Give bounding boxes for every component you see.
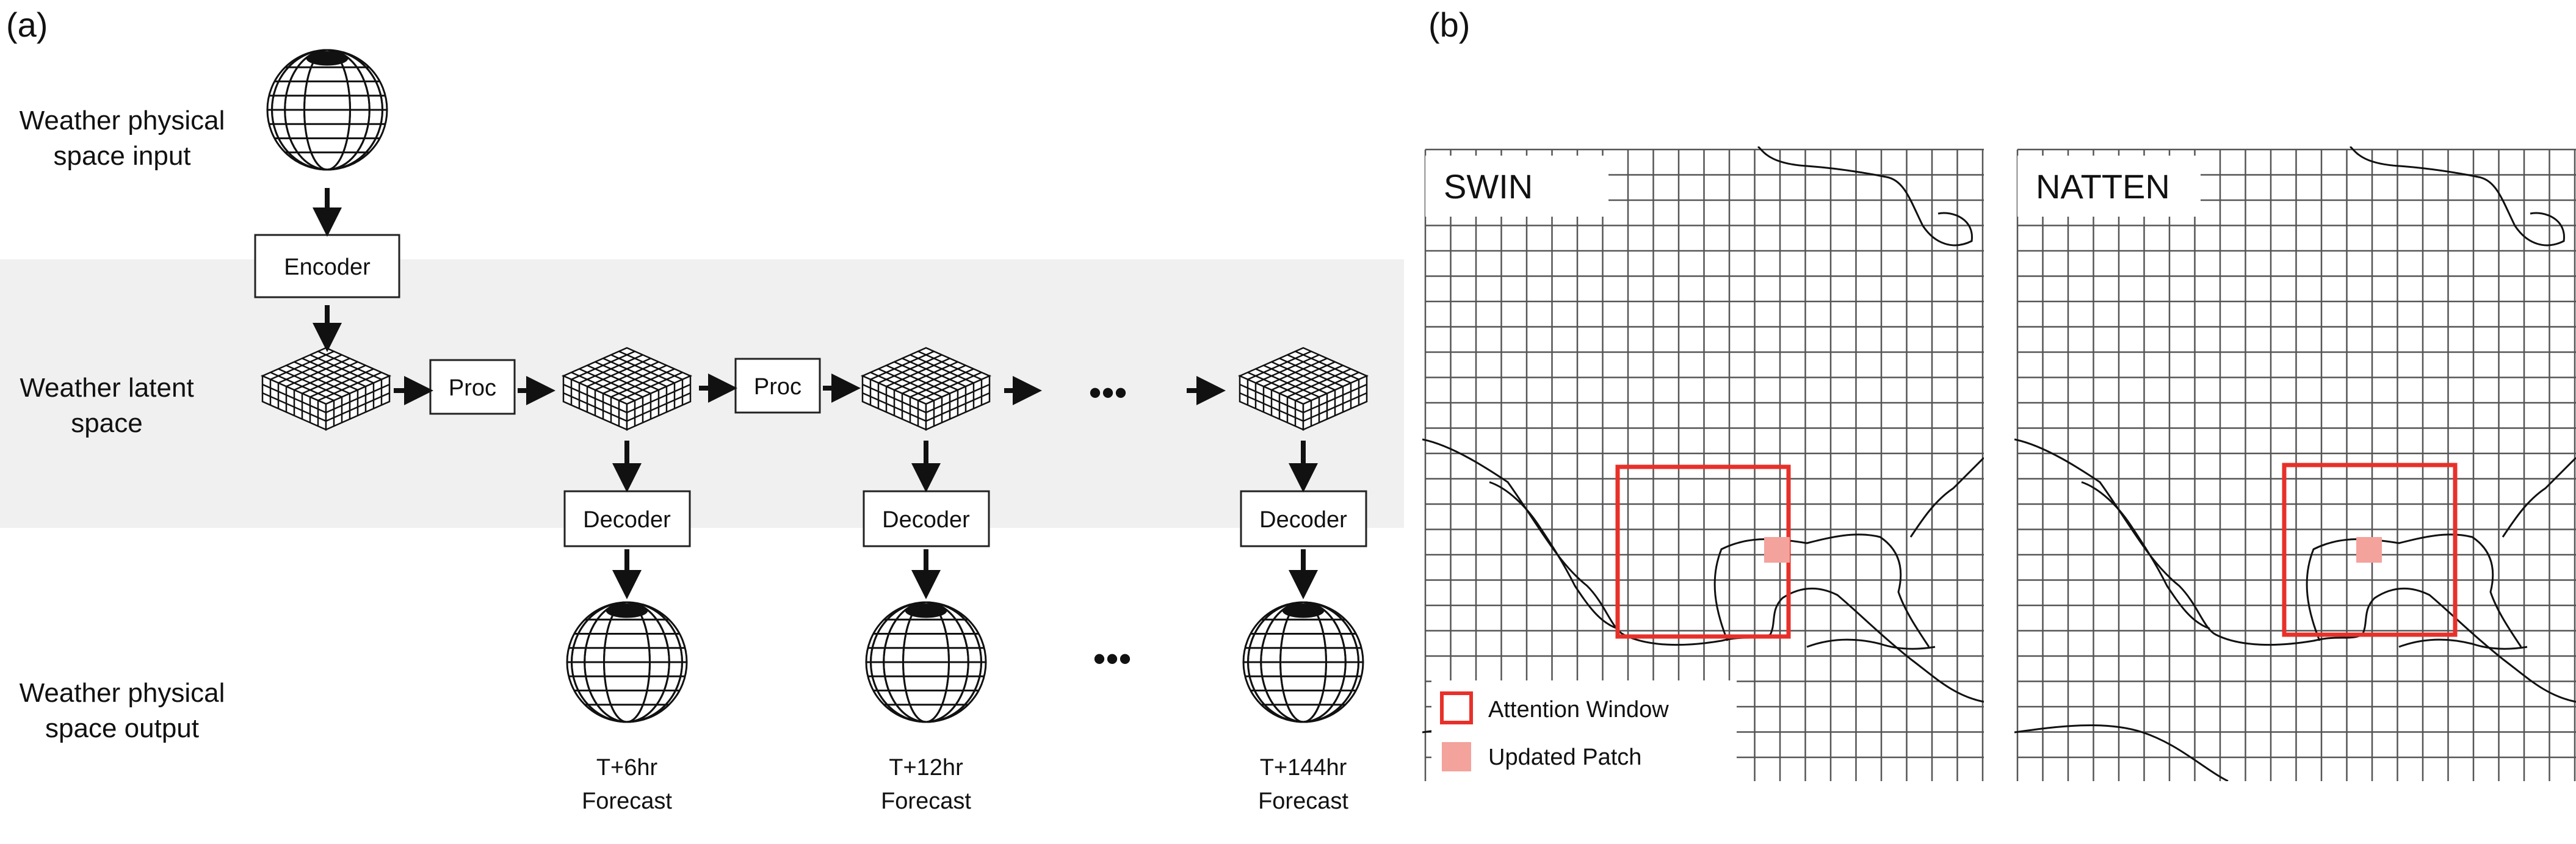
map-name-swin: SWIN (1444, 167, 1533, 206)
decoder-label-1: Decoder (583, 507, 671, 533)
label-latent-line1: Weather latent (20, 373, 194, 403)
map-name-natten: NATTEN (2036, 167, 2170, 206)
decoder-block-2: Decoder (863, 490, 990, 547)
globe-icon-forecast-1 (566, 601, 688, 723)
globe-icon-forecast-2 (865, 601, 987, 723)
map-name-bg-swin (1425, 156, 1608, 217)
forecast-1-line2: Forecast (582, 788, 672, 814)
latent-space-band (0, 259, 1404, 528)
latent-cube-icon-0 (260, 347, 392, 431)
decoder-block-3: Decoder (1240, 490, 1367, 547)
label-output-line1: Weather physical (20, 678, 225, 708)
ellipsis-output: ••• (1093, 638, 1131, 679)
forecast-3-line1: T+144hr (1260, 755, 1347, 781)
ellipsis-latent: ••• (1088, 372, 1127, 413)
flow-arrows (313, 188, 1318, 599)
proc-block-2: Proc (734, 358, 821, 414)
legend-patch-swatch (1442, 742, 1471, 771)
updated-patch-swin (1764, 537, 1790, 563)
decoder-block-1: Decoder (563, 490, 691, 547)
map-name-bg-natten (2017, 156, 2201, 217)
panel-a-label: (a) (6, 5, 48, 44)
latent-cube-icon-2 (860, 347, 992, 431)
proc-label-1: Proc (449, 375, 496, 401)
label-input-line2: space input (53, 141, 190, 171)
label-latent-line2: space (71, 408, 142, 438)
legend-window-label: Attention Window (1488, 697, 1669, 723)
label-output-line2: space output (45, 713, 199, 743)
encoder-block: Encoder (254, 234, 400, 298)
coastline-natten (2014, 146, 2576, 781)
legend-window-bg (1431, 680, 1737, 784)
panel-b-label: (b) (1428, 5, 1470, 44)
forecast-1-line1: T+6hr (596, 755, 658, 781)
label-input-line1: Weather physical (20, 106, 225, 135)
coastline-swin (1422, 146, 1984, 781)
attention-window-natten (2282, 463, 2458, 637)
legend-patch-label: Updated Patch (1488, 745, 1641, 770)
attention-window-swin (1615, 464, 1791, 639)
globe-icon-forecast-3 (1242, 601, 1364, 723)
proc-block-1: Proc (429, 359, 516, 415)
decoder-label-2: Decoder (882, 507, 970, 533)
forecast-2-line1: T+12hr (889, 755, 963, 781)
legend: Attention Window Updated Patch (1431, 680, 1737, 784)
decoder-label-3: Decoder (1259, 507, 1347, 533)
proc-label-2: Proc (754, 374, 801, 400)
updated-patch-natten (2356, 537, 2382, 563)
forecast-2-line2: Forecast (881, 788, 971, 814)
encoder-label: Encoder (284, 254, 371, 280)
latent-cube-icon-1 (561, 347, 693, 431)
forecast-3-line2: Forecast (1258, 788, 1348, 814)
legend-window-swatch (1440, 691, 1473, 724)
globe-icon-input (266, 49, 388, 171)
latent-cube-icon-3 (1237, 347, 1369, 431)
